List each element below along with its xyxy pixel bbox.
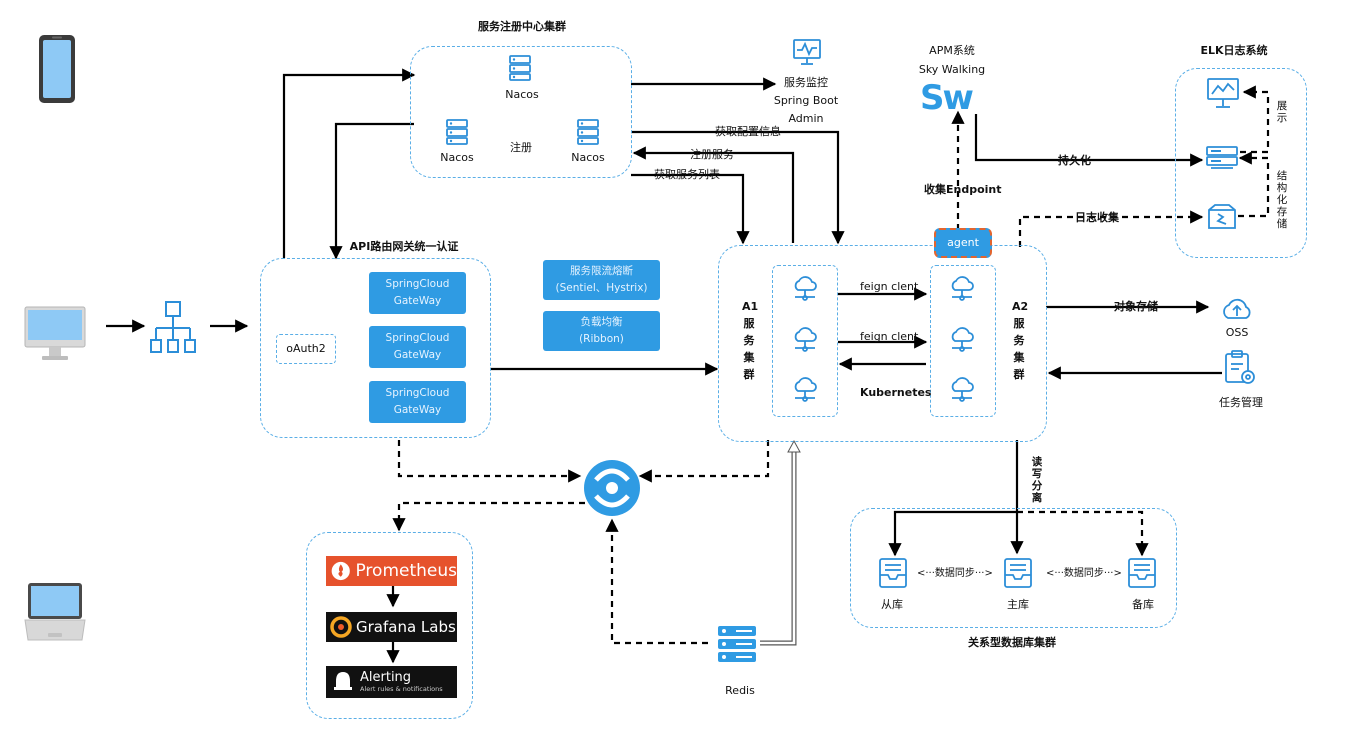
cloud-node-icon [794,377,817,402]
desktop-monitor-icon [24,306,86,360]
monitor-line3: Admin [788,112,824,125]
load-balancer-icon [150,301,196,353]
data-sync-label-1: <···数据同步···> [917,568,993,579]
elk-show-label: 展示 [1276,100,1288,124]
master-db-label: 主库 [1007,598,1029,611]
monitor-chart-icon [793,39,821,65]
cloud-node-icon [794,327,817,352]
backup-db-label: 备库 [1132,598,1154,611]
grafana-logo: Grafana Labs [326,612,457,642]
database-tray-icon [879,558,907,588]
database-tray-icon [1004,558,1032,588]
monitor-line1: 服务监控 [784,76,828,89]
laptop-icon [24,583,86,641]
elk-store-label: 结构化存储 [1276,170,1288,230]
alerting-logo: Alerting Alert rules & notifications [326,666,457,698]
collect-endpoint-label: 收集Endpoint [924,183,1002,196]
feign-client-label-1: feign clent [860,280,919,293]
grafana-swirl-icon [330,616,352,638]
slave-db-label: 从库 [881,598,903,611]
eureka-hub-icon [584,460,640,516]
service-cluster [718,245,1047,442]
object-storage-label: 对象存储 [1114,300,1158,313]
a2-pods-box [930,265,996,417]
elk-cluster [1175,68,1307,258]
monitoring-cluster [306,532,473,719]
task-management-label: 任务管理 [1219,396,1263,409]
apm-subtitle: Sky Walking [918,63,986,76]
feign-client-label-2: feign clent [860,330,919,343]
oss-cloud-icon [1223,298,1251,319]
get-config-label: 获取配置信息 [715,125,781,138]
kubernetes-label: Kubernetes [860,386,932,399]
elk-title: ELK日志系统 [1200,44,1268,57]
prometheus-logo: Prometheus [326,556,457,586]
database-title: 关系型数据库集群 [968,636,1056,649]
cloud-node-icon [951,377,974,402]
storage-box-icon [1208,204,1236,229]
cloud-node-icon [951,327,974,352]
data-sync-label-2: <···数据同步···> [1046,568,1122,579]
nacos-node-right: Nacos [571,151,605,164]
cloud-node-icon [951,276,974,301]
nacos-node-left: Nacos [440,151,474,164]
dashboard-chart-icon [1207,78,1239,108]
alerting-subtitle: Alert rules & notifications [360,685,443,693]
get-service-list-label: 获取服务列表 [654,168,720,181]
mobile-phone-icon [39,35,75,103]
server-icon [577,119,599,145]
gateway-cluster [260,258,491,438]
nacos-node-top: Nacos [505,88,539,101]
log-server-icon [1206,146,1238,169]
gateway-title: API路由网关统一认证 [349,240,459,253]
server-icon [509,55,531,81]
redis-label: Redis [725,684,755,697]
monitor-line2: Spring Boot [773,94,839,107]
rate-limit-circuit-breaker[interactable]: 服务限流熔断(Sentiel、Hystrix) [543,260,660,300]
database-tray-icon [1128,558,1156,588]
read-write-split-label: 读写分离 [1031,456,1043,504]
database-cluster [850,508,1177,628]
registry-cluster [410,46,632,178]
oauth2-box: oAuth2 [276,334,336,364]
server-icon [446,119,468,145]
log-collect-label: 日志收集 [1075,211,1119,224]
oss-label: OSS [1225,326,1249,339]
bell-icon [334,672,352,690]
apm-title: APM系统 [929,44,975,57]
registry-title: 服务注册中心集群 [478,20,566,33]
register-service-label: 注册服务 [690,148,734,161]
load-balance-ribbon[interactable]: 负载均衡(Ribbon) [543,311,660,351]
redis-server-icon [718,626,756,662]
alerting-title: Alerting [360,670,412,685]
prometheus-flame-icon [331,561,350,581]
persist-label: 持久化 [1058,154,1091,167]
agent-badge: agent [934,228,992,258]
task-clipboard-icon [1225,350,1255,384]
skywalking-logo: Sw [920,78,974,118]
register-label: 注册 [510,141,532,154]
a1-pods-box [772,265,838,417]
cloud-node-icon [794,276,817,301]
